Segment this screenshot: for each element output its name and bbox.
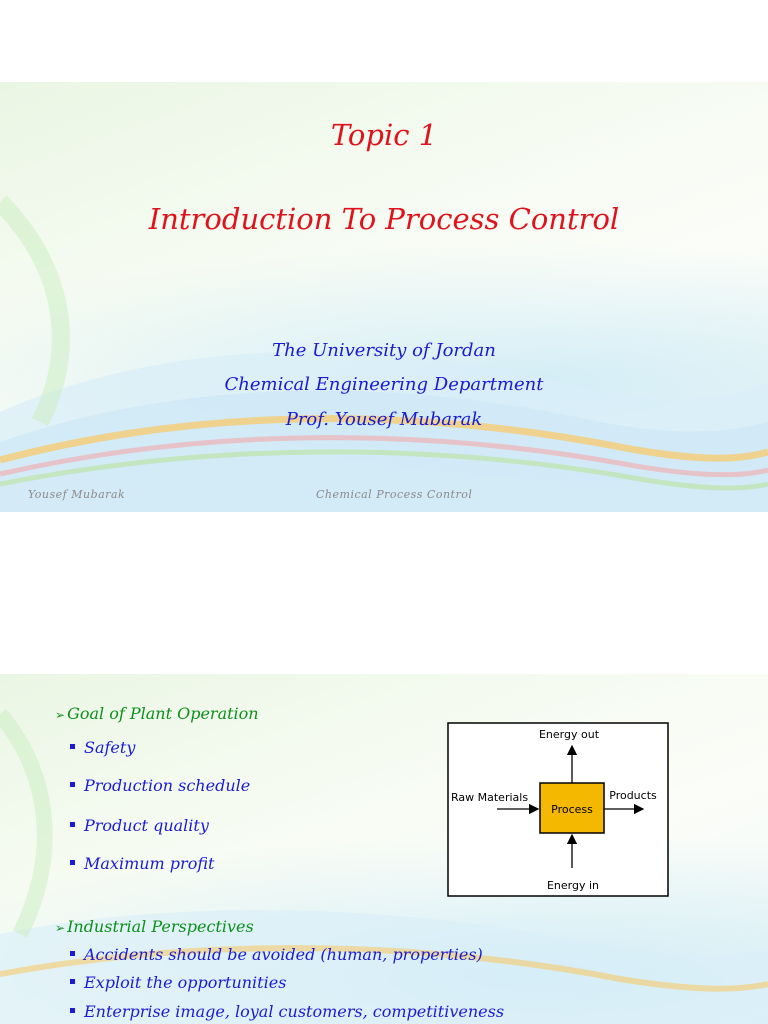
author-name: Prof. Yousef Mubarak	[285, 409, 483, 430]
slide-title: Introduction To Process Control	[148, 202, 620, 236]
heading-industrial-perspectives: ➢Industrial Perspectives	[55, 917, 254, 936]
list-item-text: Product quality	[84, 816, 209, 835]
list-item: Product quality	[70, 816, 209, 835]
square-bullet-icon	[70, 782, 75, 787]
footer-course: Chemical Process Control	[316, 488, 473, 501]
list-item-text: Accidents should be avoided (human, prop…	[84, 945, 483, 964]
process-box	[539, 782, 605, 834]
process-label: Process	[551, 803, 593, 816]
content-slide: ➢Goal of Plant Operation Safety Producti…	[0, 674, 768, 1024]
heading-text: Goal of Plant Operation	[67, 704, 259, 723]
energy-out-label: Energy out	[539, 728, 600, 741]
energy-in-label: Energy in	[547, 879, 599, 892]
list-item: Accidents should be avoided (human, prop…	[70, 945, 483, 964]
heading-text: Industrial Perspectives	[67, 917, 254, 936]
list-item-text: Maximum profit	[84, 854, 215, 873]
list-item: Enterprise image, loyal customers, compe…	[70, 1002, 504, 1021]
arrow-bullet-icon: ➢	[55, 921, 66, 935]
arrow-bullet-icon: ➢	[55, 708, 66, 722]
university-name: The University of Jordan	[272, 340, 496, 361]
list-item-text: Safety	[84, 738, 136, 757]
products-label: Products	[609, 789, 657, 802]
topic-label: Topic 1	[330, 118, 438, 152]
list-item: Exploit the opportunities	[70, 973, 286, 992]
square-bullet-icon	[70, 979, 75, 984]
list-item: Safety	[70, 738, 135, 757]
square-bullet-icon	[70, 860, 75, 865]
process-diagram: Energy out Raw Materials Process Product…	[447, 722, 669, 897]
list-item: Production schedule	[70, 776, 250, 795]
list-item-text: Exploit the opportunities	[84, 973, 287, 992]
square-bullet-icon	[70, 1008, 75, 1013]
list-item-text: Production schedule	[84, 776, 251, 795]
square-bullet-icon	[70, 822, 75, 827]
list-item-text: Enterprise image, loyal customers, compe…	[84, 1002, 505, 1021]
footer-author: Yousef Mubarak	[28, 488, 126, 501]
wave-background	[0, 708, 768, 1024]
heading-goal-of-plant-operation: ➢Goal of Plant Operation	[55, 704, 259, 723]
department-name: Chemical Engineering Department	[224, 374, 544, 395]
raw-materials-label: Raw Materials	[451, 791, 528, 804]
title-slide: Topic 1 Introduction To Process Control …	[0, 82, 768, 512]
list-item: Maximum profit	[70, 854, 214, 873]
square-bullet-icon	[70, 744, 75, 749]
square-bullet-icon	[70, 951, 75, 956]
wave-background	[0, 195, 768, 512]
